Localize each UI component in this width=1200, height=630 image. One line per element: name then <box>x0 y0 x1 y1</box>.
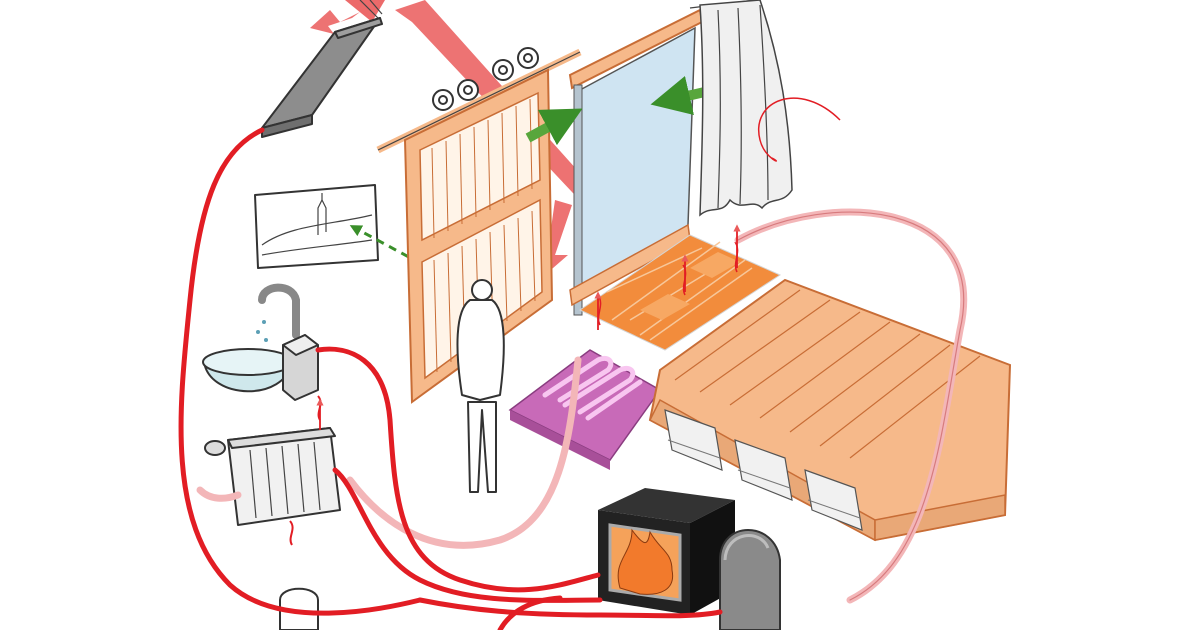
flow-pipe <box>497 595 563 630</box>
wood-stove <box>598 488 735 615</box>
underfloor-heating <box>508 349 662 470</box>
return-pipe <box>346 356 582 549</box>
person <box>456 279 505 493</box>
flow-pipe <box>417 597 723 619</box>
sun-rays <box>345 0 385 22</box>
tiled-floor <box>578 234 782 351</box>
heating-pipes <box>178 127 968 630</box>
flame-icon <box>617 528 674 595</box>
curtain-air-loop <box>757 97 841 162</box>
return-pipe <box>196 486 242 502</box>
curtain <box>689 0 841 217</box>
sink-and-tap <box>202 283 300 393</box>
flow-pipe <box>178 127 423 616</box>
solar-collector-panel <box>261 17 383 138</box>
reflected-arrow-left <box>310 10 360 34</box>
flow-pipe <box>315 346 601 593</box>
boiler-unit <box>282 334 322 421</box>
return-pipe <box>737 211 965 601</box>
heat-rise-arrows <box>316 224 741 430</box>
water-tank <box>279 529 781 630</box>
wall-picture <box>254 184 379 269</box>
radiator <box>204 427 341 546</box>
wooden-floor-with-insulation <box>648 278 1012 542</box>
